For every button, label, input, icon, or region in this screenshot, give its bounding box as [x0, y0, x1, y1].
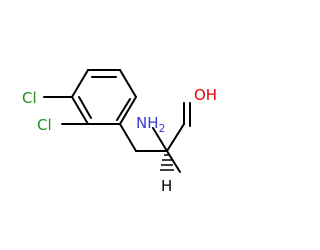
ch2-bond: [119, 123, 137, 152]
amine-label-subscript: 2: [159, 122, 166, 135]
benzene-ring: [71, 69, 137, 125]
stereo-hash-wedge: [160, 154, 174, 171]
amine-label-main: NH: [136, 114, 159, 132]
ring-double-bond: [78, 96, 92, 119]
chlorine-label-lower: Cl: [37, 116, 52, 134]
stereo-h-label: H: [161, 177, 172, 195]
ring-bond: [71, 69, 89, 98]
hydroxyl-label: OH: [194, 86, 217, 104]
chlorine-label-upper: Cl: [22, 89, 37, 107]
amine-label: NH2: [136, 114, 166, 135]
ring-double-bond: [116, 98, 131, 121]
carboxyl-bond: [166, 123, 185, 152]
amine-bond: [152, 127, 168, 152]
ring-bond: [71, 96, 89, 125]
structure-diagram: Cl Cl NH2 OH H: [22, 69, 218, 195]
hydroxyl-bond: [166, 150, 181, 173]
molecule-svg: Cl Cl NH2 OH H: [22, 69, 217, 195]
ring-bond: [119, 69, 137, 98]
ring-bond: [119, 96, 137, 125]
